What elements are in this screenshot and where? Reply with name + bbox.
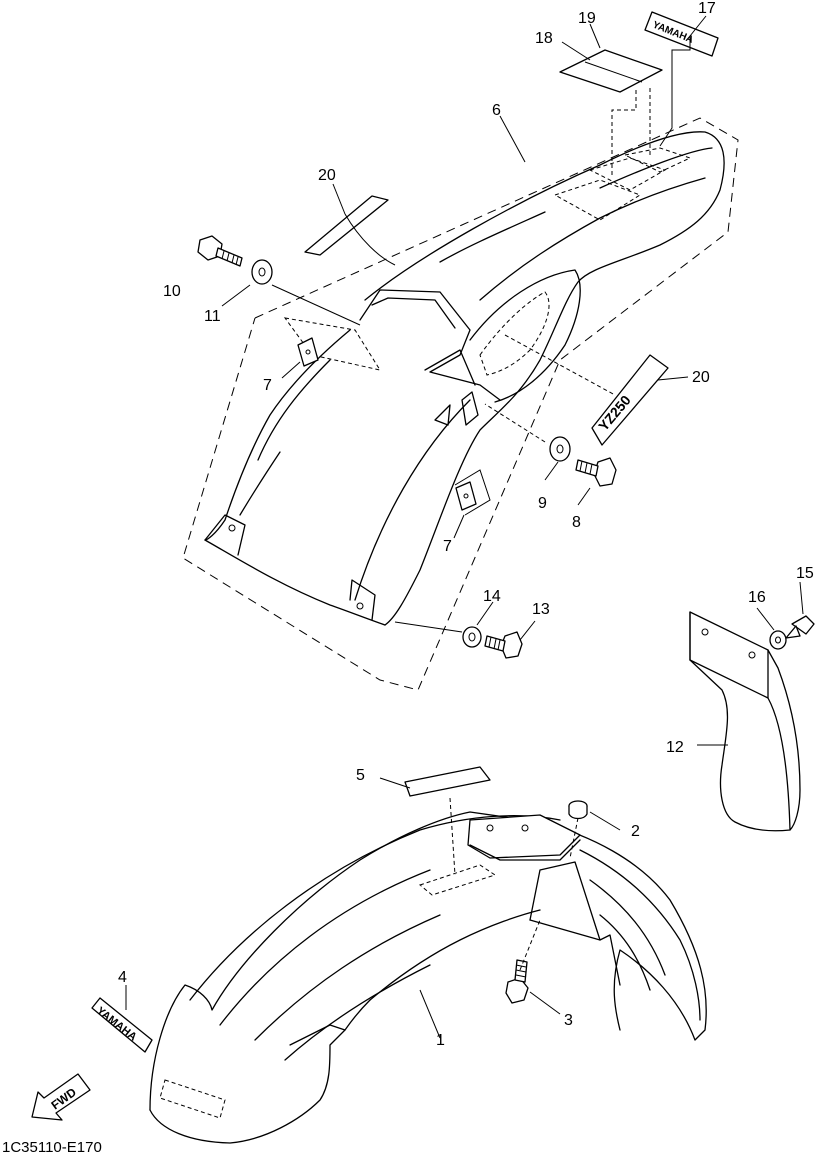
callout-15: 15 <box>796 565 814 582</box>
callout-1: 1 <box>436 1032 445 1049</box>
rear-fender <box>182 117 739 691</box>
callout-14: 14 <box>483 588 501 605</box>
callout-17: 17 <box>698 0 716 17</box>
callout-11: 11 <box>204 308 221 325</box>
bolt-8 <box>575 457 617 487</box>
callout-4: 4 <box>118 969 127 986</box>
nut-14 <box>462 626 482 648</box>
decal-20-side: YZ250 <box>591 354 669 446</box>
decal-4: YAMAHA <box>91 997 153 1053</box>
callout-7-top: 7 <box>263 377 272 394</box>
callout-9: 9 <box>538 495 547 512</box>
callout-13: 13 <box>532 601 550 618</box>
callout-12: 12 <box>666 739 684 756</box>
decal-17: YAMAHA <box>644 11 719 57</box>
callout-6: 6 <box>492 102 501 119</box>
washer-16 <box>769 630 787 650</box>
bolt-10 <box>197 235 243 267</box>
callout-2: 2 <box>631 823 640 840</box>
bolt-13 <box>484 631 523 659</box>
drawing-code: 1C35110-E170 <box>2 1139 102 1155</box>
callout-3: 3 <box>564 1012 573 1029</box>
callout-19: 19 <box>578 10 596 27</box>
grommet-2 <box>568 800 588 820</box>
mud-flap-12 <box>689 611 801 832</box>
screw-15 <box>785 615 815 639</box>
decal-20-strip <box>304 195 389 256</box>
callout-18: 18 <box>535 30 553 47</box>
callout-5: 5 <box>356 767 365 784</box>
callout-8: 8 <box>572 514 581 531</box>
washer-11 <box>251 259 273 285</box>
callout-20-top: 20 <box>318 167 336 184</box>
decal-18-19 <box>559 49 663 93</box>
callout-7-bottom: 7 <box>443 538 452 555</box>
fwd-arrow: FWD <box>31 1073 91 1121</box>
washer-9 <box>549 436 571 462</box>
bolt-3 <box>505 959 529 1004</box>
leader-lines <box>125 15 804 1039</box>
callout-16: 16 <box>748 589 766 606</box>
callout-labels: 17 19 18 6 20 10 11 7 20 9 8 7 14 13 15 … <box>118 0 814 1049</box>
callout-20-side: 20 <box>692 369 710 386</box>
decal-5 <box>404 766 491 797</box>
front-fender-1 <box>149 811 707 1144</box>
callout-10: 10 <box>163 283 181 300</box>
